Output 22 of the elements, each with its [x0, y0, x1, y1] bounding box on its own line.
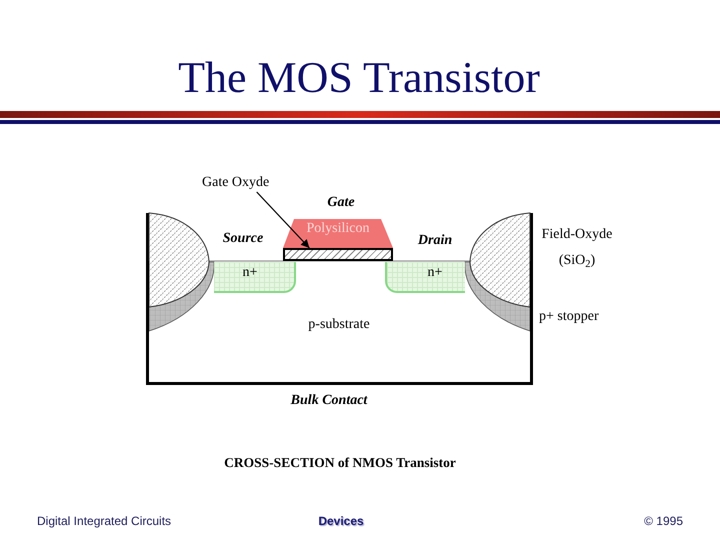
terminal-label: Source [222, 230, 264, 248]
region-label: p+ stopper [539, 308, 599, 326]
gate-oxide-layer [283, 248, 393, 261]
terminal-label: Bulk Contact [290, 392, 368, 410]
region-label: n+ [428, 264, 442, 282]
terminal-label: Gate [327, 194, 355, 212]
slide-title: The MOS Transistor [178, 56, 540, 100]
n-plus-region [214, 262, 296, 293]
region-label: p-substrate [308, 316, 370, 334]
region-label: Polysilicon [306, 220, 370, 238]
footer-text: Devices [318, 513, 364, 529]
footer-text: © 1995 [644, 513, 683, 529]
polysilicon-gate [283, 219, 393, 248]
figure-caption: CROSS-SECTION of NMOS Transistor [224, 454, 456, 472]
substrate-region [146, 261, 533, 385]
terminal-label: Drain [418, 232, 452, 250]
footer-text: Digital Integrated Circuits [37, 513, 172, 529]
region-label: n+ [242, 264, 258, 282]
region-label: Field-Oxyde (SiO$_{2}$) [540, 226, 614, 272]
leader-arrow [256, 192, 310, 248]
n-plus-region [385, 262, 465, 293]
callout-text: Gate Oxyde [202, 174, 270, 192]
